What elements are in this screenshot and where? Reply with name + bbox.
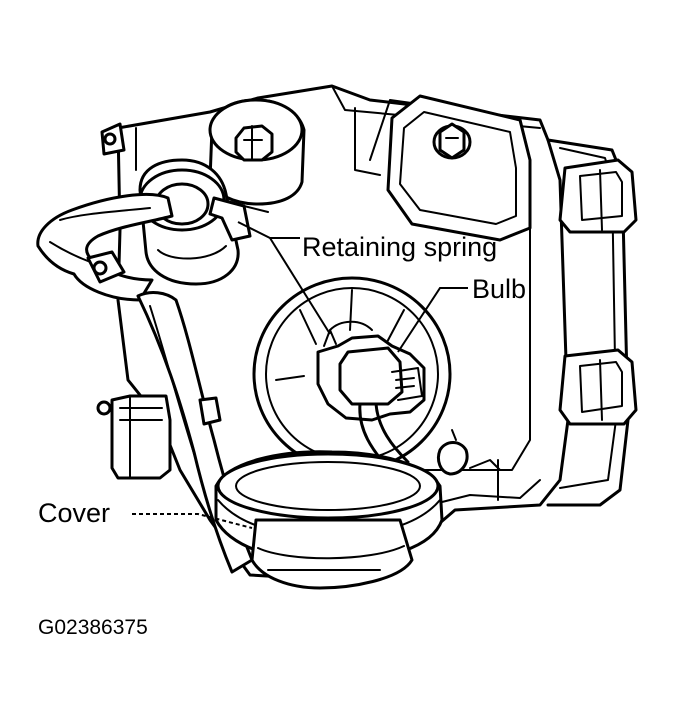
upper-bulb-socket (138, 158, 269, 286)
figure-code: G02386375 (38, 616, 148, 639)
label-cover: Cover (38, 498, 110, 528)
leader-cover (132, 513, 253, 529)
callout-leaders (132, 221, 468, 529)
bulb-cover (214, 450, 444, 590)
wiring-harness (36, 192, 174, 302)
leader-bulb (397, 287, 468, 353)
adjuster-bolt-right (432, 122, 472, 160)
headlamp-bulb (316, 320, 426, 472)
housing-clip-lower (558, 348, 638, 426)
label-bulb: Bulb (472, 274, 526, 304)
label-retaining-spring: Retaining spring (302, 232, 497, 262)
side-connector (96, 394, 222, 480)
adjuster-bolt-top (208, 98, 306, 206)
housing-clip-upper (558, 158, 638, 234)
